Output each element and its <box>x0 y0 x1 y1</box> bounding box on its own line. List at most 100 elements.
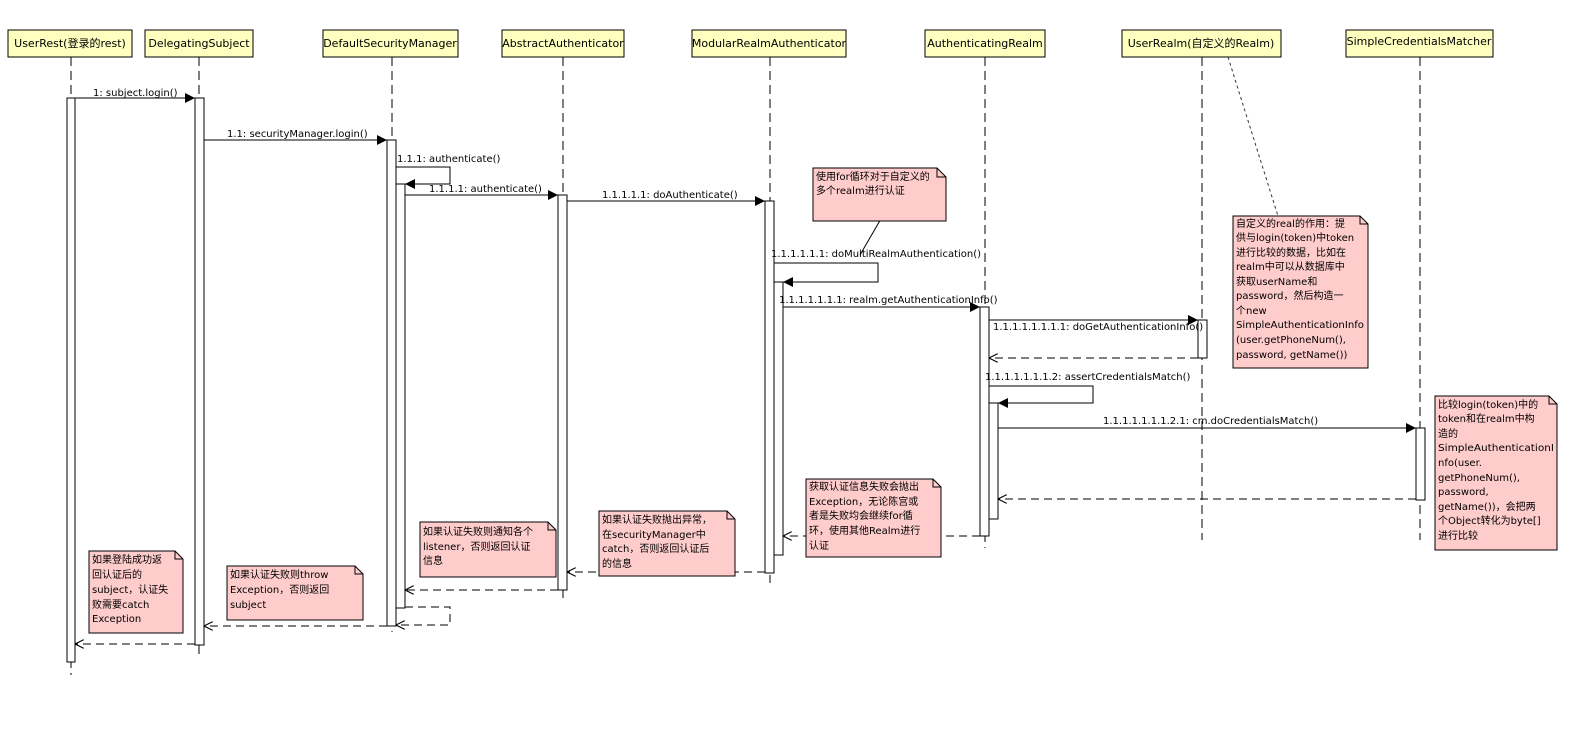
participant-label: AbstractAuthenticator <box>502 37 624 50</box>
note-throw: 如果认证失败则throw Exception，否则返回 subject <box>226 565 364 621</box>
message-label: 1.1.1.1: authenticate() <box>429 184 542 195</box>
note-line: SimpleAuthenticationI <box>1438 443 1554 454</box>
participant-modular: ModularRealmAuthenticator <box>691 29 847 58</box>
note-line: Exception，否则返回 <box>230 583 329 596</box>
note-compare: 比较login(token)中的 token和在realm中构 造的 Simpl… <box>1434 395 1558 551</box>
message-m4: 1.1.1.1: authenticate() <box>405 184 558 200</box>
message-label: 1.1.1.1.1: doAuthenticate() <box>602 190 738 201</box>
message-label: 1.1.1.1.1.1: doMultiRealmAuthentication(… <box>771 249 981 260</box>
note-line: SimpleAuthenticationInfo <box>1236 320 1364 331</box>
note-line: nfo(user. <box>1438 458 1482 469</box>
note-line: 多个realm进行认证 <box>816 184 905 197</box>
activation-authrealm-nested <box>988 402 999 520</box>
participant-dsm: DefaultSecurityManager <box>322 29 459 58</box>
note-line: password，然后构造一 <box>1236 289 1343 302</box>
activation-scm <box>1415 427 1426 501</box>
message-m5: 1.1.1.1.1: doAuthenticate() <box>567 190 765 206</box>
note-line: token和在realm中构 <box>1438 412 1535 425</box>
message-m9: 1.1.1.1.1.1.1.2: assertCredentialsMatch(… <box>985 372 1191 408</box>
note-line: subject <box>230 600 266 611</box>
message-m1: 1: subject.login() <box>75 88 195 103</box>
message-label: 1.1.1.1.1.1.1.1: doGetAuthenticationInfo… <box>993 322 1203 333</box>
message-label: 1.1.1.1.1.1.1.2: assertCredentialsMatch(… <box>985 372 1191 383</box>
message-label: 1.1.1: authenticate() <box>397 154 501 165</box>
activation-abstract <box>557 194 568 591</box>
participant-abstract: AbstractAuthenticator <box>501 29 625 58</box>
message-label: 1.1: securityManager.login() <box>227 129 368 140</box>
note-catch: 如果认证失败抛出异常， 在securityManager中 catch，否则返回… <box>598 510 736 577</box>
note-get-info-fail: 获取认证信息失败会抛出 Exception，无论陈宫或 者是失败均会继续for循… <box>805 478 942 558</box>
activation-delegating <box>194 97 205 646</box>
note-line: catch，否则返回认证后 <box>602 542 709 555</box>
participant-label: UserRealm(自定义的Realm) <box>1128 36 1275 50</box>
participant-authrealm: AuthenticatingRealm <box>924 29 1046 58</box>
activation-dsm <box>386 139 397 627</box>
note-line: 获取认证信息失败会抛出 <box>809 480 919 493</box>
participant-label: SimpleCredentialsMatcher <box>1347 35 1492 48</box>
activations <box>66 97 1426 663</box>
note-line: 进行比较 <box>1438 529 1478 542</box>
note-line: 在securityManager中 <box>602 528 706 541</box>
note-line: 信息 <box>423 554 443 567</box>
note-line: 造的 <box>1438 427 1458 440</box>
note-line: 个Object转化为byte[] <box>1438 514 1541 527</box>
participant-label: DelegatingSubject <box>148 37 250 50</box>
note-line: listener，否则返回认证 <box>423 540 530 553</box>
participant-label: DefaultSecurityManager <box>323 37 457 50</box>
note-line: Exception <box>92 614 141 625</box>
note-line: 环，使用其他Realm进行 <box>809 524 920 537</box>
note-anchor-for-loop <box>859 216 883 256</box>
note-line: 比较login(token)中的 <box>1438 398 1538 411</box>
note-line: 如果认证失败抛出异常， <box>602 513 712 526</box>
messages: 1: subject.login() 1.1: securityManager.… <box>75 88 1416 433</box>
participant-userrealm: UserRealm(自定义的Realm) <box>1121 29 1282 58</box>
message-label: 1.1.1.1.1.1.1: realm.getAuthenticationIn… <box>779 295 998 306</box>
participant-scm: SimpleCredentialsMatcher <box>1345 29 1494 58</box>
note-anchor-custom-realm <box>1227 56 1279 217</box>
activation-userrealm <box>1197 319 1208 359</box>
note-line: 认证 <box>809 539 829 552</box>
note-line: (user.getPhoneNum(), <box>1236 335 1346 346</box>
message-m10: 1.1.1.1.1.1.1.2.1: cm.doCredentialsMatch… <box>998 416 1416 433</box>
note-line: 自定义的real的作用：提 <box>1236 217 1345 230</box>
note-line: 供与login(token)中token <box>1236 231 1354 244</box>
message-m7: 1.1.1.1.1.1.1: realm.getAuthenticationIn… <box>779 295 998 312</box>
note-line: 使用for循环对于自定义的 <box>816 170 930 183</box>
activation-modular-nested <box>773 281 784 556</box>
note-listener: 如果认证失败则通知各个 listener，否则返回认证 信息 <box>419 521 557 578</box>
message-m6: 1.1.1.1.1.1: doMultiRealmAuthentication(… <box>771 249 981 287</box>
note-line: getPhoneNum(), <box>1438 473 1520 484</box>
participant-delegating: DelegatingSubject <box>144 29 254 58</box>
message-label: 1: subject.login() <box>93 88 178 99</box>
note-line: 回认证后的 <box>92 568 142 581</box>
note-line: subject，认证失 <box>92 583 168 596</box>
return-m3 <box>396 606 451 625</box>
note-line: 获取userName和 <box>1236 276 1317 288</box>
message-m3: 1.1.1: authenticate() <box>396 154 501 189</box>
activation-authrealm <box>979 306 990 537</box>
message-m2: 1.1: securityManager.login() <box>204 129 387 145</box>
note-line: Exception，无论陈宫或 <box>809 495 918 508</box>
note-line: password, getName()) <box>1236 350 1348 361</box>
note-line: realm中可以从数据库中 <box>1236 260 1345 273</box>
participant-label: UserRest(登录的rest) <box>14 36 126 50</box>
participant-label: AuthenticatingRealm <box>927 37 1042 50</box>
participant-userrest: UserRest(登录的rest) <box>7 29 133 58</box>
participant-label: ModularRealmAuthenticator <box>692 37 847 50</box>
note-line: 败需要catch <box>92 598 149 611</box>
note-login-success: 如果登陆成功返 回认证后的 subject，认证失 败需要catch Excep… <box>88 550 184 634</box>
note-line: 者是失败均会继续for循 <box>809 509 913 522</box>
activation-userrest <box>66 97 76 663</box>
note-custom-realm: 自定义的real的作用：提 供与login(token)中token 进行比较的… <box>1232 215 1369 369</box>
note-line: getName())，会把两 <box>1438 500 1536 513</box>
message-m8: 1.1.1.1.1.1.1.1: doGetAuthenticationInfo… <box>989 315 1203 333</box>
note-for-loop: 使用for循环对于自定义的 多个realm进行认证 <box>812 167 947 222</box>
note-line: 如果认证失败则throw <box>230 568 328 581</box>
activation-dsm-nested <box>395 183 406 609</box>
note-line: 如果认证失败则通知各个 <box>423 525 533 538</box>
note-line: 如果登陆成功返 <box>92 553 162 566</box>
message-label: 1.1.1.1.1.1.1.2.1: cm.doCredentialsMatch… <box>1103 416 1318 427</box>
note-line: 进行比较的数据，比如在 <box>1236 246 1346 259</box>
note-line: 个new <box>1236 305 1267 317</box>
